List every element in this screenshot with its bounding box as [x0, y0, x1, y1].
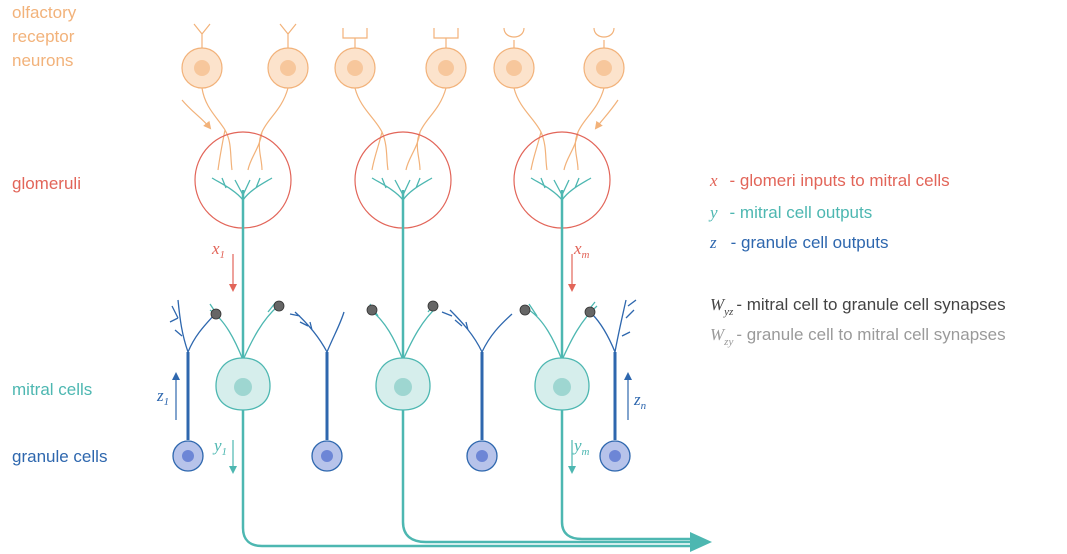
mitral-axons: [241, 410, 700, 548]
orn-neuron-5: [493, 27, 548, 171]
synapse-2: [273, 300, 285, 312]
mitral-group: [209, 177, 598, 361]
granule-cells-label: granule cells: [12, 447, 107, 466]
xm-label: xm: [573, 239, 590, 261]
orn-neuron-4: [405, 28, 467, 171]
synapse-3: [366, 304, 378, 316]
synapse-5: [519, 304, 531, 316]
x1-label: x1: [211, 239, 225, 261]
orn-label-line1: olfactory: [12, 3, 77, 22]
legend-item-wyz: Wyz- mitral cell to granule cell synapse…: [710, 295, 1006, 318]
legend-item-y: y- mitral cell outputs: [708, 203, 872, 222]
legend-item-wzy: Wzy- granule cell to mitral cell synapse…: [710, 325, 1006, 348]
output-arrowhead: [690, 532, 712, 552]
orn-label-line2: receptor: [12, 27, 75, 46]
mitral-cells-label: mitral cells: [12, 380, 92, 399]
synapse-4: [427, 300, 439, 312]
orn-neuron-6: [563, 27, 625, 171]
synapse-group: [210, 300, 596, 320]
orn-arrow-right: [594, 99, 619, 130]
orn-neuron-3: [334, 28, 389, 171]
synapse-6: [584, 306, 596, 318]
legend-item-z: z- granule cell outputs: [709, 233, 888, 252]
orn-arrow-left: [181, 99, 212, 130]
z1-label: z1: [156, 386, 169, 408]
granule-somata: [172, 440, 631, 472]
y1-label: y1: [212, 436, 227, 458]
orn-neuron-1: [181, 23, 233, 171]
granule-group: [169, 299, 637, 440]
orn-group: [181, 23, 625, 171]
orn-label-line3: neurons: [12, 51, 73, 70]
orn-neuron-2: [247, 23, 309, 171]
ym-label: ym: [572, 436, 590, 458]
mitral-somata: [215, 357, 590, 411]
zn-label: zn: [633, 390, 647, 412]
glomeruli-label: glomeruli: [12, 174, 81, 193]
legend: x- glomeri inputs to mitral cells y- mit…: [708, 171, 1006, 348]
synapse-1: [210, 308, 222, 320]
legend-item-x: x- glomeri inputs to mitral cells: [709, 171, 950, 190]
